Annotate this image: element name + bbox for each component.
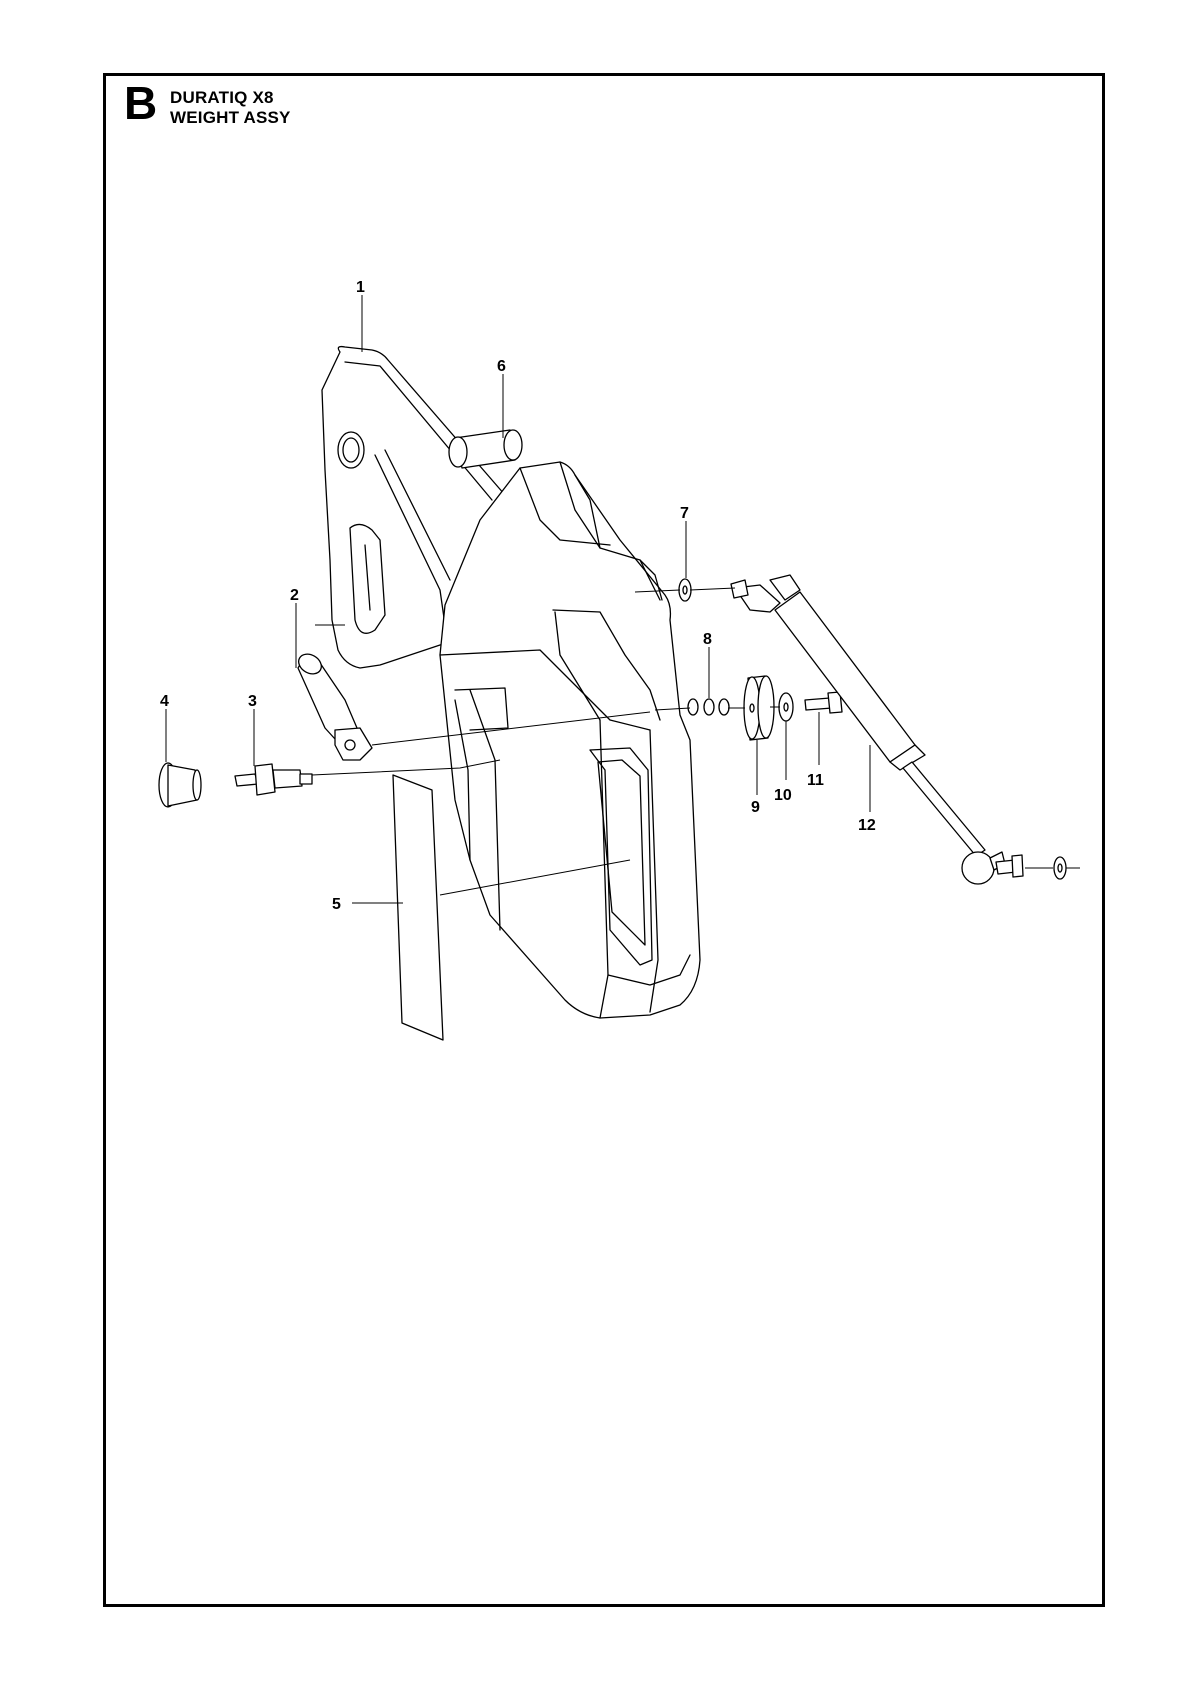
part-6-sleeve	[448, 429, 523, 469]
callout-3: 3	[248, 693, 257, 710]
callout-5: 5	[332, 896, 341, 913]
callout-7: 7	[680, 505, 689, 522]
callout-2: 2	[290, 587, 299, 604]
part-5-label	[392, 774, 444, 1041]
center-lines	[311, 587, 1080, 896]
section-letter: B	[124, 77, 158, 129]
part-4-cap	[158, 762, 202, 808]
callout-labels: 1 6 2 3 4 5 7 8 9 10 11 12	[160, 279, 876, 913]
drawing-frame	[103, 73, 1105, 1607]
callout-4: 4	[160, 693, 169, 710]
part-9-spacer	[743, 675, 775, 741]
part-3-bolt	[234, 763, 313, 796]
callout-leaders	[165, 295, 871, 904]
callout-10: 10	[774, 787, 792, 804]
callout-1: 1	[356, 279, 365, 296]
part-11-screw	[804, 691, 843, 714]
callout-6: 6	[497, 358, 506, 375]
part-12-gas-strut	[730, 574, 1067, 885]
part-7-washer	[678, 578, 692, 602]
callout-8: 8	[703, 631, 712, 648]
model-title: DURATIQ X8	[170, 88, 274, 107]
callout-11: 11	[807, 772, 824, 789]
part-2-plug	[297, 653, 373, 761]
callout-9: 9	[751, 799, 760, 816]
main-weight-housing	[439, 461, 701, 1019]
callout-12: 12	[858, 817, 876, 834]
part-10-washer	[778, 692, 794, 722]
part-8-washers	[687, 698, 730, 716]
assembly-title: WEIGHT ASSY	[170, 108, 291, 127]
